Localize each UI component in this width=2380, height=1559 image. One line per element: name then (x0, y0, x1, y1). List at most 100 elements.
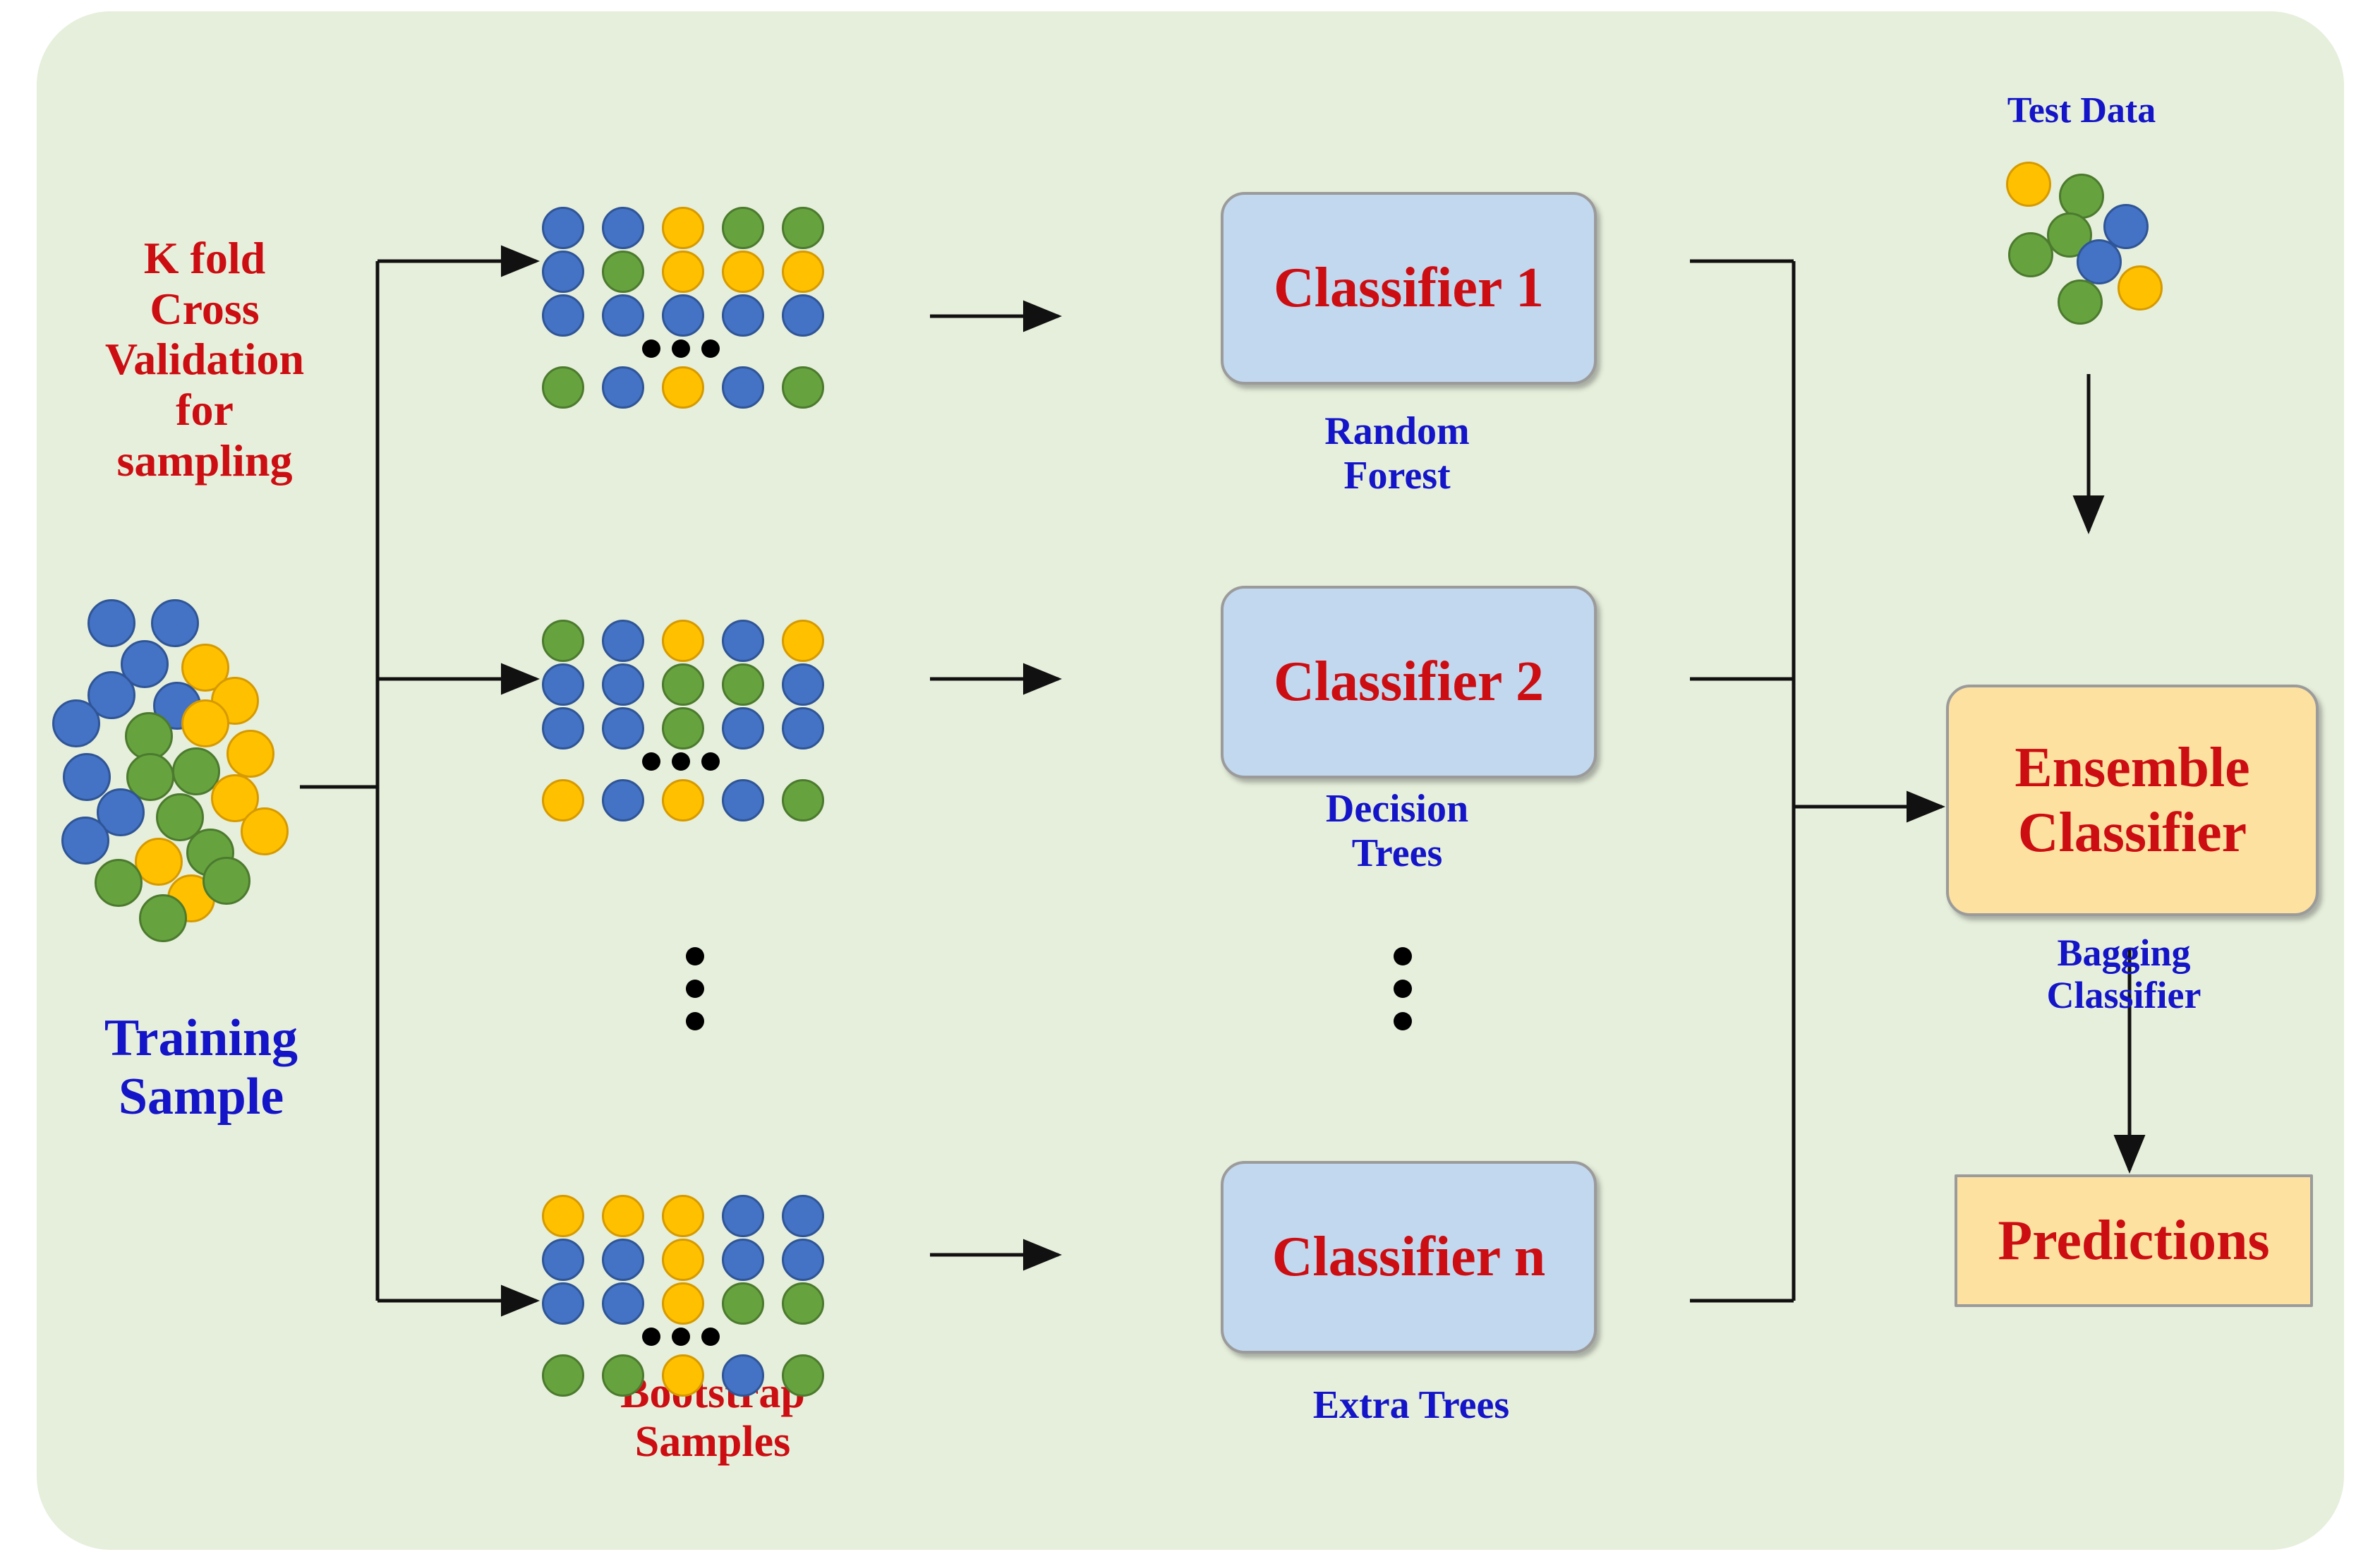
bootstrap-dot-g2-r1-c2 (602, 620, 644, 662)
grid-3-ellipsis-dot-1 (672, 1328, 690, 1346)
training-dot-7 (181, 699, 229, 747)
training-dot-13 (172, 747, 220, 795)
bootstrap-ellipsis-dot-0 (686, 947, 704, 965)
bootstrap-dot-g3-r4-c4 (722, 1354, 764, 1397)
training-sample-label: Training Sample (104, 1009, 298, 1126)
test-dot-0 (2006, 162, 2051, 207)
bootstrap-dot-g2-r2-c2 (602, 663, 644, 706)
training-dot-3 (181, 644, 229, 692)
bootstrap-dot-g2-r3-c2 (602, 707, 644, 750)
bootstrap-dot-g2-r2-c3 (662, 663, 704, 706)
ensemble-classifier-label: Ensemble Classifier (2014, 737, 2250, 864)
bootstrap-dot-g1-r2-c5 (782, 251, 824, 293)
classifier-n-box[interactable]: Classifier n (1221, 1161, 1597, 1354)
training-dot-8 (52, 699, 100, 747)
classifier-1-label: Classifier 1 (1274, 257, 1544, 319)
bootstrap-dot-g1-r3-c3 (662, 294, 704, 337)
bootstrap-dot-g1-r2-c1 (542, 251, 584, 293)
test-dot-4 (2008, 232, 2053, 277)
grid-2-ellipsis-dot-1 (672, 752, 690, 771)
bootstrap-dot-g2-r2-c4 (722, 663, 764, 706)
classifier-ellipsis-dot-0 (1394, 947, 1412, 965)
training-dot-18 (61, 817, 109, 865)
training-dot-23 (203, 857, 250, 905)
bootstrap-dot-g1-r4-c1 (542, 366, 584, 409)
bootstrap-dot-g1-r1-c1 (542, 207, 584, 249)
bootstrap-dot-g2-r3-c4 (722, 707, 764, 750)
bootstrap-dot-g1-r2-c2 (602, 251, 644, 293)
test-dot-5 (2077, 239, 2122, 284)
ensemble-classifier-box[interactable]: Ensemble Classifier (1946, 685, 2319, 916)
bootstrap-dot-g3-r1-c3 (662, 1195, 704, 1237)
bootstrap-dot-g3-r1-c1 (542, 1195, 584, 1237)
training-dot-10 (226, 730, 274, 778)
training-dot-24 (139, 894, 187, 942)
bootstrap-dot-g3-r1-c2 (602, 1195, 644, 1237)
training-dot-1 (151, 599, 199, 647)
test-dot-1 (2059, 174, 2104, 219)
bootstrap-dot-g3-r3-c3 (662, 1282, 704, 1325)
training-dot-17 (241, 807, 289, 855)
bootstrap-dot-g1-r1-c3 (662, 207, 704, 249)
bootstrap-dot-g3-r3-c1 (542, 1282, 584, 1325)
classifier-2-box[interactable]: Classifier 2 (1221, 586, 1597, 778)
bootstrap-ellipsis-dot-1 (686, 980, 704, 998)
bootstrap-dot-g1-r4-c2 (602, 366, 644, 409)
kfold-cv-label: K fold Cross Validation for sampling (104, 233, 305, 486)
bootstrap-dot-g1-r1-c4 (722, 207, 764, 249)
bootstrap-dot-g2-r4-c4 (722, 779, 764, 821)
predictions-box[interactable]: Predictions (1955, 1174, 2313, 1307)
bagging-classifier-label: Bagging Classifier (2046, 932, 2201, 1017)
bootstrap-dot-g1-r3-c1 (542, 294, 584, 337)
test-dot-7 (2118, 265, 2163, 311)
training-dot-9 (125, 712, 173, 760)
training-dot-6 (211, 677, 259, 725)
grid-2-ellipsis-dot-0 (642, 752, 660, 771)
test-data-label: Test Data (2007, 90, 2156, 131)
training-dot-21 (95, 859, 143, 907)
bootstrap-dot-g2-r3-c1 (542, 707, 584, 750)
training-dot-19 (135, 838, 183, 886)
bootstrap-dot-g3-r3-c2 (602, 1282, 644, 1325)
bootstrap-dot-g2-r3-c3 (662, 707, 704, 750)
bootstrap-dot-g3-r2-c5 (782, 1239, 824, 1281)
grid-2-ellipsis-dot-2 (701, 752, 720, 771)
bootstrap-dot-g2-r3-c5 (782, 707, 824, 750)
grid-3-ellipsis-dot-0 (642, 1328, 660, 1346)
decision-trees-label: Decision Trees (1325, 787, 1469, 875)
test-dot-6 (2058, 279, 2103, 325)
bootstrap-dot-g1-r2-c4 (722, 251, 764, 293)
bootstrap-dot-g3-r1-c5 (782, 1195, 824, 1237)
grid-1-ellipsis-dot-2 (701, 339, 720, 358)
bootstrap-dot-g1-r1-c5 (782, 207, 824, 249)
classifier-ellipsis-dot-2 (1394, 1012, 1412, 1030)
training-dot-0 (87, 599, 135, 647)
bootstrap-dot-g2-r4-c3 (662, 779, 704, 821)
bootstrap-dot-g2-r1-c5 (782, 620, 824, 662)
bootstrap-dot-g1-r4-c3 (662, 366, 704, 409)
bootstrap-dot-g1-r4-c4 (722, 366, 764, 409)
bootstrap-dot-g3-r4-c1 (542, 1354, 584, 1397)
bootstrap-dot-g3-r3-c4 (722, 1282, 764, 1325)
bootstrap-dot-g3-r2-c1 (542, 1239, 584, 1281)
bootstrap-dot-g3-r2-c4 (722, 1239, 764, 1281)
bootstrap-dot-g3-r4-c5 (782, 1354, 824, 1397)
bootstrap-samples-label: Bootstrap Samples (620, 1369, 805, 1467)
predictions-label: Predictions (1998, 1209, 2270, 1272)
bootstrap-dot-g3-r4-c2 (602, 1354, 644, 1397)
bootstrap-dot-g3-r2-c2 (602, 1239, 644, 1281)
bootstrap-dot-g1-r2-c3 (662, 251, 704, 293)
bootstrap-dot-g2-r4-c5 (782, 779, 824, 821)
classifier-1-box[interactable]: Classifier 1 (1221, 192, 1597, 385)
grid-1-ellipsis-dot-1 (672, 339, 690, 358)
classifier-2-label: Classifier 2 (1274, 651, 1544, 713)
bootstrap-dot-g1-r4-c5 (782, 366, 824, 409)
bootstrap-dot-g1-r3-c5 (782, 294, 824, 337)
random-forest-label: Random Forest (1324, 409, 1470, 498)
bootstrap-dot-g2-r1-c3 (662, 620, 704, 662)
bootstrap-dot-g2-r1-c4 (722, 620, 764, 662)
bootstrap-dot-g1-r3-c4 (722, 294, 764, 337)
bootstrap-dot-g1-r3-c2 (602, 294, 644, 337)
